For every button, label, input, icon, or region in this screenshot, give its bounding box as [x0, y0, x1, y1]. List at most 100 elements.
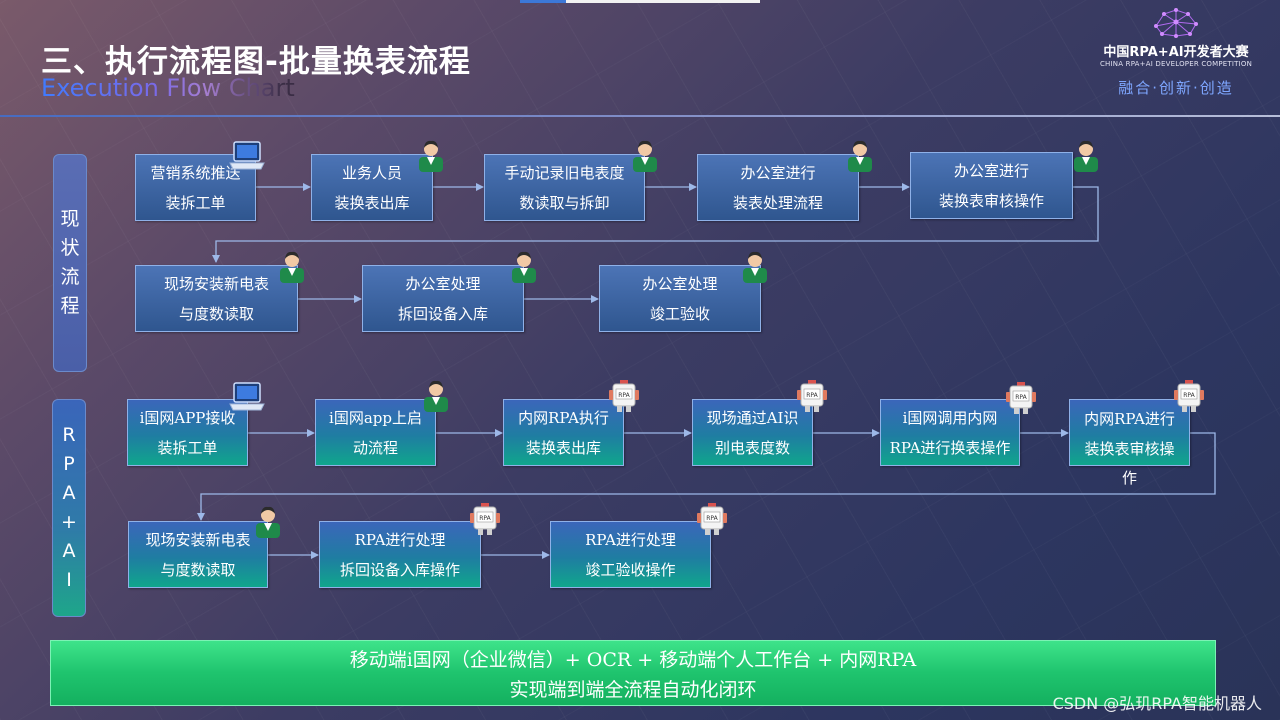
rpa-badge-text: RPA: [618, 392, 630, 399]
section-label-char: 程: [60, 295, 80, 317]
flow-step-line: 拆回设备入库: [397, 304, 488, 323]
flow-step-line: 装换表出库: [525, 438, 601, 457]
brand-slogan: 融合·创新·创造: [1118, 79, 1234, 97]
flow-step-line: 竣工验收: [649, 304, 710, 323]
section-label-char: +: [61, 511, 77, 533]
flow-step-line: 办公室进行: [740, 163, 816, 182]
rpa-robot-icon: RPA: [697, 503, 727, 535]
flow-step: 现场安装新电表 与度数读取: [128, 521, 268, 588]
flow-step-line: 现场安装新电表: [145, 530, 251, 549]
person-icon: [256, 506, 280, 538]
flow-step-line: 现场安装新电表: [163, 274, 269, 293]
flow-step: 办公室处理 竣工验收: [599, 265, 761, 332]
flow-step-line: 数读取与拆卸: [519, 193, 610, 212]
rpa-badge-text: RPA: [806, 392, 818, 399]
laptop-icon: [229, 382, 265, 411]
flow-step-line: 装拆工单: [165, 193, 226, 212]
flow-step-line: 作: [1121, 469, 1137, 487]
slide-progress-bar: [520, 0, 760, 3]
competition-brand: 中国RPA+AI开发者大赛 CHINA RPA+AI DEVELOPER COM…: [1086, 6, 1266, 101]
flow-step: 内网RPA进行 装换表审核操 作: [1069, 399, 1190, 487]
flow-step-line: 装换表审核操: [1084, 440, 1175, 458]
brand-name: 中国RPA+AI开发者大赛: [1103, 45, 1249, 60]
flow-step: 现场安装新电表 与度数读取: [135, 265, 298, 332]
flow-step-line: 拆回设备入库操作: [339, 560, 460, 579]
brain-network-icon: [1154, 8, 1198, 38]
flow-step: 现场通过AI识 别电表度数: [692, 399, 813, 466]
page-subtitle: Execution Flow Chart: [41, 74, 295, 102]
person-icon: [743, 251, 767, 283]
flow-step: 办公室处理 拆回设备入库: [362, 265, 524, 332]
banner-line: 实现端到端全流程自动化闭环: [509, 679, 757, 701]
flow-step: RPA进行处理 拆回设备入库操作: [319, 521, 481, 588]
rpa-robot-icon: RPA: [609, 380, 639, 412]
flow-step-line: 别电表度数: [714, 438, 790, 457]
flow-step: 内网RPA执行 装换表出库: [503, 399, 624, 466]
flow-step-line: 内网RPA进行: [1084, 410, 1175, 428]
person-icon: [1074, 140, 1098, 172]
section-label-char: R: [62, 424, 76, 446]
person-icon: [419, 140, 443, 172]
rpa-robot-icon: RPA: [1174, 380, 1204, 412]
rpa-badge-text: RPA: [706, 515, 718, 522]
summary-banner: 移动端i国网（企业微信）+ OCR + 移动端个人工作台 + 内网RPA 实现端…: [50, 640, 1216, 706]
flow-step: 手动记录旧电表度 数读取与拆卸: [484, 154, 645, 221]
flow-step: 办公室进行 装表处理流程: [697, 154, 859, 221]
section-label-char: A: [62, 540, 76, 562]
laptop-icon: [229, 141, 265, 170]
rpa-robot-icon: RPA: [1006, 382, 1036, 414]
flow-step: i国网调用内网 RPA进行换表操作: [880, 399, 1020, 466]
flow-step-line: 办公室进行: [953, 161, 1029, 180]
flow-step-line: 现场通过AI识: [706, 408, 799, 427]
section-label-char: I: [66, 569, 72, 591]
rpa-badge-text: RPA: [1015, 394, 1027, 401]
flow-step-line: 手动记录旧电表度: [504, 163, 625, 182]
person-icon: [512, 251, 536, 283]
flow-step: i国网APP接收 装拆工单: [127, 399, 248, 466]
rpa-robot-icon: RPA: [470, 503, 500, 535]
flow-step: 业务人员 装换表出库: [311, 154, 433, 221]
flow-step-line: RPA进行换表操作: [889, 438, 1011, 457]
flow-step-line: 营销系统推送: [150, 163, 241, 182]
section-label-char: 流: [60, 266, 80, 288]
flow-step-line: RPA进行处理: [585, 530, 676, 549]
flow-step-line: 装拆工单: [157, 438, 218, 457]
section-label-rpa: R P A + A I: [52, 399, 86, 617]
flow-step-line: 竣工验收操作: [585, 560, 676, 579]
flow-step-line: 装换表审核操作: [938, 191, 1044, 210]
flow-step: RPA进行处理 竣工验收操作: [550, 521, 711, 588]
flow-step-line: 办公室处理: [642, 274, 718, 293]
flow-step-line: RPA进行处理: [354, 530, 446, 549]
flow-step-line: i国网APP接收: [139, 408, 236, 427]
rpa-badge-text: RPA: [479, 515, 491, 522]
person-icon: [848, 140, 872, 172]
flow-step-line: i国网调用内网: [902, 408, 998, 427]
flow-step-line: 装换表出库: [334, 193, 410, 212]
rpa-badge-text: RPA: [1183, 392, 1195, 399]
header-divider: [0, 115, 1280, 117]
flow-step-line: 内网RPA执行: [518, 408, 609, 427]
flow-step: i国网app上启 动流程: [315, 399, 436, 466]
section-label-char: A: [62, 482, 76, 504]
flow-step-line: i国网app上启: [329, 408, 422, 427]
section-label-char: P: [63, 453, 75, 475]
banner-line: 移动端i国网（企业微信）+ OCR + 移动端个人工作台 + 内网RPA: [349, 649, 917, 671]
section-label-char: 状: [60, 237, 80, 259]
person-icon: [633, 140, 657, 172]
flow-step-line: 业务人员: [341, 163, 402, 182]
person-icon: [280, 251, 304, 283]
flow-step-line: 装表处理流程: [732, 193, 823, 212]
flow-step-line: 与度数读取: [160, 560, 236, 579]
flow-step-line: 办公室处理: [405, 274, 481, 293]
flow-step-line: 与度数读取: [178, 304, 254, 323]
section-label-current: 现 状 流 程: [53, 154, 87, 372]
flow-step-line: 动流程: [352, 438, 398, 457]
page-title: 三、执行流程图-批量换表流程: [41, 44, 471, 80]
person-icon: [424, 380, 448, 412]
section-label-char: 现: [60, 208, 80, 230]
flow-step: 办公室进行 装换表审核操作: [910, 152, 1073, 219]
watermark: CSDN @弘玑RPA智能机器人: [1052, 694, 1262, 713]
rpa-robot-icon: RPA: [797, 380, 827, 412]
